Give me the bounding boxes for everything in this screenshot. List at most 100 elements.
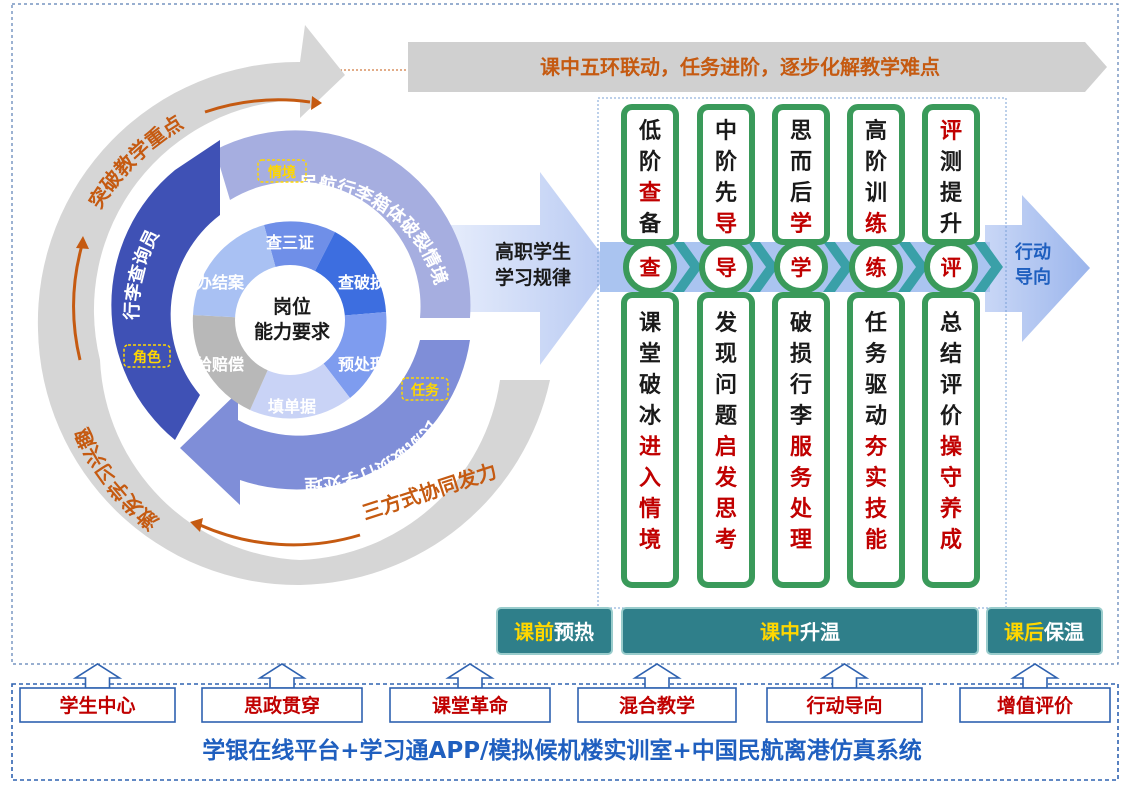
orange-arrow-top <box>204 98 311 114</box>
column-bottom-char: 思 <box>715 497 737 522</box>
principle-label: 思政贯穿 <box>244 694 320 717</box>
column-bottom-char: 夯 <box>864 434 888 460</box>
column-bottom-char: 动 <box>865 404 887 429</box>
up-arrow-icon <box>72 663 123 689</box>
column-bottom-char: 务 <box>865 342 888 367</box>
inner-pie <box>192 221 387 419</box>
center-line2: 能力要求 <box>254 320 331 343</box>
chevron-4 <box>973 242 1003 292</box>
column-top-char: 思 <box>790 119 812 144</box>
principle-box <box>201 687 363 723</box>
stage-node-label: 导 <box>716 256 737 280</box>
column-top-char: 阶 <box>865 149 888 175</box>
platform-text: 学银在线平台+学习通APP/模拟候机楼实训室+中国民航离港仿真系统 <box>202 737 921 764</box>
column-bottom-char: 现 <box>715 342 737 367</box>
column-bottom-char: 成 <box>940 528 962 553</box>
up-arrow-icon <box>1010 663 1060 689</box>
phase-mid-text: 课中升温 <box>760 620 840 644</box>
column-top-char: 测 <box>940 150 962 175</box>
column-bottom-char: 理 <box>790 528 812 553</box>
column-bottom-char: 处 <box>789 496 812 522</box>
principle-box <box>577 687 737 723</box>
column-bottom-char: 破 <box>790 310 812 336</box>
principle-label: 混合教学 <box>619 694 695 717</box>
column-bottom-char: 任 <box>864 310 887 336</box>
up-arrow-icon <box>257 663 307 689</box>
principle-box <box>19 687 176 723</box>
principle-2: 课堂革命 <box>389 663 551 723</box>
up-arrow-icon <box>445 663 495 689</box>
action-line2: 导向 <box>1015 266 1051 288</box>
upper-frame <box>11 3 1119 665</box>
principle-4: 行动导向 <box>766 663 923 723</box>
segment-compensate: 给赔偿 <box>196 355 244 374</box>
column-top-char: 阶 <box>715 149 738 175</box>
tag-role: 角色 <box>123 344 171 368</box>
principle-label: 课堂革命 <box>432 694 509 717</box>
column-top-char: 而 <box>790 150 812 175</box>
chevron-1 <box>748 242 778 292</box>
column-bottom-char: 进 <box>639 435 661 460</box>
column-bottom-char: 境 <box>639 527 661 553</box>
ring-bottom-segment <box>180 340 470 505</box>
column-bottom-char: 实 <box>865 465 887 491</box>
column-bottom-box <box>772 292 830 588</box>
segment-preprocess: 预处理 <box>338 355 386 374</box>
column-bottom-char: 驱 <box>865 373 887 398</box>
principle-label: 增值评价 <box>997 694 1074 717</box>
up-arrow-icon <box>632 663 682 689</box>
column-top-char: 备 <box>638 211 662 237</box>
stage-node-label: 评 <box>941 256 962 280</box>
phase-pre-text: 课前预热 <box>514 620 594 644</box>
column-top-char: 学 <box>790 211 812 237</box>
learning-rule-arrow <box>440 172 612 365</box>
column-bottom-char: 启 <box>715 434 737 460</box>
phase-mid-box <box>621 607 979 655</box>
column-bottom-char: 李 <box>789 404 813 429</box>
column-bottom-char: 养 <box>939 496 962 522</box>
column-bottom-char: 守 <box>940 465 962 491</box>
column-bottom-char: 发 <box>714 310 738 336</box>
svg-text:任务: 任务 <box>410 382 440 399</box>
learning-rule-line2: 学习规律 <box>495 266 571 289</box>
column-bottom-char: 考 <box>715 528 737 553</box>
column-bottom-box <box>847 292 905 588</box>
stage-node-label: 练 <box>866 256 887 280</box>
phase-post-box <box>986 607 1103 655</box>
tag-task: 任务 <box>401 377 449 401</box>
stage-node <box>849 240 903 294</box>
column-top-char: 后 <box>790 181 812 206</box>
banner-arrow <box>408 42 1107 92</box>
banner-text: 课中五环联动，任务进阶，逐步化解教学难点 <box>540 55 940 79</box>
learning-rule-line1: 高职学生 <box>495 240 571 263</box>
principle-1: 思政贯穿 <box>201 663 363 723</box>
stage-node-label: 查 <box>640 256 661 280</box>
column-bottom-char: 课 <box>639 311 662 336</box>
stage-node <box>699 240 753 294</box>
column-top-char: 高 <box>865 118 887 144</box>
action-arrow <box>985 195 1090 342</box>
svg-text:情境: 情境 <box>268 164 296 181</box>
column-bottom-char: 价 <box>940 404 963 429</box>
stage-node <box>623 240 677 294</box>
principle-box <box>959 687 1111 723</box>
orange-arrow-bottom <box>199 523 361 547</box>
column-top-char: 低 <box>638 119 661 144</box>
chevron-0 <box>672 242 702 292</box>
up-arrow-icon <box>819 663 870 689</box>
phase-pre-box <box>496 607 613 655</box>
orange-arrow-left <box>72 244 84 361</box>
principle-3: 混合教学 <box>577 663 737 723</box>
column-bottom-char: 服 <box>790 435 813 460</box>
column-bottom-char: 务 <box>790 466 813 491</box>
column-bottom-box <box>922 292 980 588</box>
stage-node-label: 学 <box>791 256 812 280</box>
column-bottom-char: 技 <box>865 497 888 522</box>
column-bottom-char: 损 <box>790 342 812 367</box>
column-top-char: 训 <box>865 181 887 206</box>
tag-scene: 情境 <box>257 159 307 183</box>
